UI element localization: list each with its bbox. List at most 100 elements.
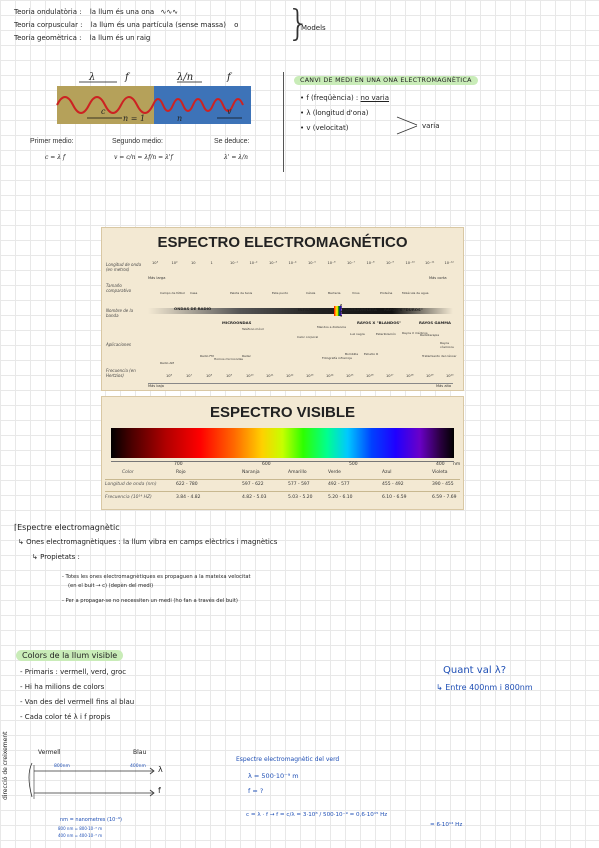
vis-color-cell: Rojo: [176, 470, 186, 475]
visible-band-strip: [334, 306, 342, 316]
varia-label: varia: [422, 122, 440, 130]
vis-color-cell: Verde: [328, 470, 341, 475]
scale-700: 700: [174, 462, 183, 467]
squiggle-icon: ∿∿∿: [160, 8, 179, 16]
application-label: Rayos X médicos: [402, 331, 428, 335]
frequency-tick: 10¹⁷: [386, 374, 394, 378]
wave-line: [56, 96, 244, 114]
vis-fr-cell: 6.59 - 7.69: [432, 495, 457, 500]
props-text: Propietats :: [40, 553, 80, 561]
list-item: - Hi ha milions de colors: [20, 683, 105, 691]
list-item: - Primaris : vermell, verd, groc: [20, 668, 127, 676]
wavelength-tick: 10: [191, 261, 196, 265]
application-label: Fotografía infrarroja: [322, 356, 352, 360]
wave-diagram: λ f λ/n f c n = 1 n v Primer medio: c = …: [27, 72, 272, 182]
row-label-freq: Frecuencia (en Hertzios): [106, 368, 136, 378]
n-label: n: [177, 114, 183, 123]
vis-wl-cell: 622 - 780: [176, 482, 198, 487]
application-label: Rayos cósmicos: [440, 341, 454, 349]
theory-ondulatoria: Teoria ondulatòria : la llum és una ona …: [14, 8, 284, 21]
band-label: ONDAS DE RADIO: [174, 306, 212, 311]
green-equation2: = 6·10¹⁴ Hz: [430, 822, 463, 828]
nm400-label: 400nm: [130, 764, 146, 769]
wavelength-tick: 10⁻¹⁰: [405, 261, 415, 265]
medium-change-list: • f (freqüència) : no varia • λ (longitu…: [300, 94, 389, 139]
wavelength-tick: 1: [210, 261, 213, 265]
application-label: Mandos a distancia: [317, 325, 346, 329]
prop2: - Per a propagar-se no necessiten un med…: [62, 598, 238, 604]
application-label: Tratamiento del cáncer: [422, 354, 457, 358]
theory-text: la llum és una ona: [89, 8, 155, 16]
vis-fr-cell: 3.84 - 4.82: [176, 495, 201, 500]
size-label: Campo de fútbol: [160, 291, 185, 295]
answer-value: Entre 400nm i 800nm: [445, 683, 533, 692]
application-label: Radio AM: [160, 361, 175, 365]
blau-label: Blau: [133, 749, 147, 756]
frequency-tick: 10⁸: [206, 374, 213, 378]
frequency-tick: 10¹⁸: [406, 374, 414, 378]
wavelength-tick: 10⁻³: [269, 261, 277, 265]
theory-name: Teoria corpuscular :: [14, 21, 83, 29]
nm800-definition: 800 nm = 800·10⁻⁹ m: [58, 826, 103, 831]
vis-fr-cell: 5.20 - 6.10: [328, 495, 353, 500]
vis-wl-cell: 577 - 597: [288, 482, 310, 487]
band-bar: [148, 308, 453, 314]
green-equation: c = λ · f → f = c/λ = 3·10⁸ / 500·10⁻⁹ =…: [246, 812, 388, 818]
application-label: Radioterapia: [420, 333, 440, 337]
band-label: MICROONDAS: [222, 320, 252, 325]
scale-600: 600: [262, 462, 271, 467]
freq-arrow: [148, 383, 453, 384]
visible-spectrum-title: ESPECTRO VISIBLE: [209, 404, 356, 421]
axis-lines: [28, 762, 155, 799]
col2-title: Segundo medio:: [112, 138, 163, 145]
application-label: Esterilización: [376, 332, 396, 336]
col3-eq: λ' = λ/n: [224, 154, 248, 161]
item-text: Van des del vermell fins al blau: [24, 698, 135, 706]
models-label: Models: [301, 24, 326, 32]
wavelength-tick: 10⁻⁴: [288, 261, 297, 265]
vis-fr-cell: 5.03 - 5.20: [288, 495, 313, 500]
or-symbol: o: [234, 21, 239, 29]
answer-text: ↳ Entre 400nm i 800nm: [436, 683, 533, 692]
list-item: • v (velocitat): [300, 124, 349, 132]
vertical-divider: [283, 72, 285, 172]
size-label: Célula: [306, 291, 316, 295]
bracket-arrows: [396, 116, 418, 135]
row-label-apps: Aplicaciones: [106, 342, 131, 347]
frequency-tick: 10⁹: [226, 374, 233, 378]
frequency-tick: 10¹¹: [266, 374, 274, 378]
frequency-tick: 10⁶: [166, 374, 173, 378]
row-label-fr: Frecuencia (10¹⁴ HZ): [105, 495, 152, 500]
colors-heading: Colors de la llum visible: [16, 650, 124, 661]
item-label: f (freqüència) :: [306, 94, 359, 102]
frequency-tick: 10¹²: [286, 374, 294, 378]
vermell-label: Vermell: [38, 749, 61, 756]
item-text: Primaris : vermell, verd, groc: [24, 668, 127, 676]
axis-lambda: λ: [158, 765, 163, 774]
low-left: Más baja: [148, 384, 165, 388]
theory-corpuscular: Teoria corpuscular : la llum és una part…: [14, 21, 284, 34]
scale-line: [111, 461, 454, 462]
prop1b: (en el buit → c) (depèn del medi): [68, 583, 154, 589]
col1-title: Primer medio:: [30, 138, 74, 145]
size-label: Este punto: [272, 291, 289, 295]
props-title: ↳ Propietats :: [32, 553, 80, 561]
row-label-color: Color: [122, 470, 134, 475]
theory-geometrica: Teoria geomètrica : la llum és un raig: [14, 34, 284, 47]
list-item: - Van des del vermell fins al blau: [20, 698, 135, 706]
c-label: c: [101, 107, 106, 116]
size-label: Casa: [190, 291, 198, 295]
band-label: RAYOS GAMMA: [419, 320, 451, 325]
vis-color-cell: Naranja: [242, 470, 260, 475]
band-label: VISIBLE: [339, 304, 343, 317]
application-label: Radar: [242, 354, 251, 358]
f1-label: f: [125, 72, 129, 83]
high-right: Más alta: [436, 384, 452, 388]
prop-text: Per a propagar-se no necessiten un medi …: [65, 598, 238, 604]
col3-title: Se deduce:: [214, 138, 250, 145]
row-label-wl: Longitud de onda (nm): [105, 482, 157, 487]
vis-color-cell: Amarillo: [288, 470, 307, 475]
theories-block: Teoria ondulatòria : la llum és una ona …: [14, 8, 284, 47]
band-label: INFRARROJO: [298, 307, 325, 312]
application-label: Luz negra: [350, 332, 365, 336]
